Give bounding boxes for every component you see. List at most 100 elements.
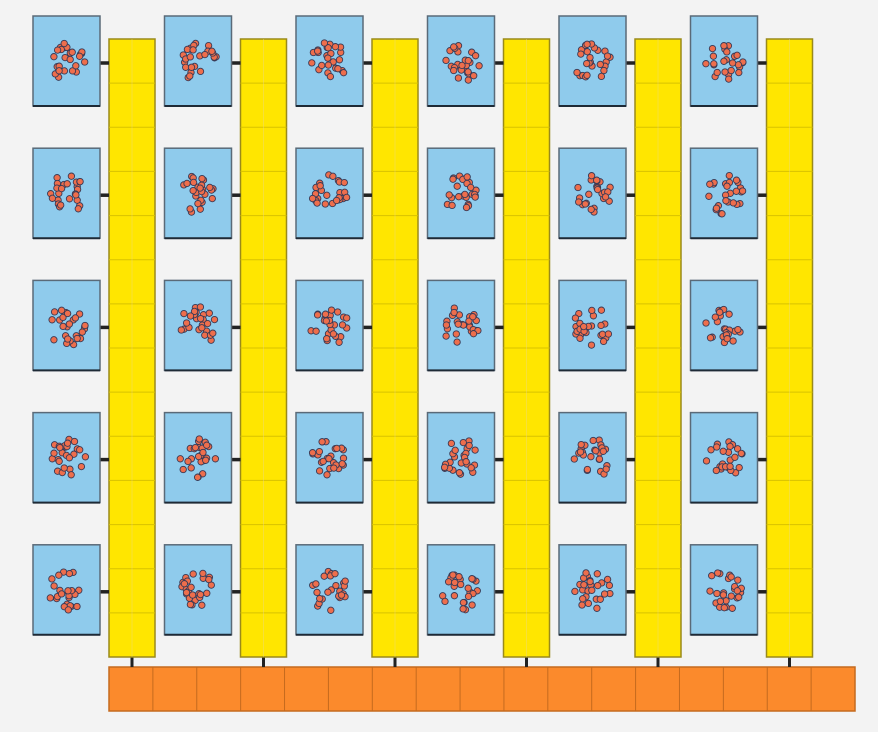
cluster-particle — [208, 47, 216, 55]
core-box-body — [163, 544, 233, 636]
cluster-particle — [187, 63, 196, 71]
cluster-particle — [324, 588, 332, 596]
cluster-particle — [445, 191, 453, 199]
column-1 — [32, 15, 156, 667]
particle-cluster-icon — [571, 306, 613, 349]
cluster-particle — [338, 321, 347, 329]
cluster-particle — [599, 447, 607, 455]
core-box-body — [163, 15, 233, 107]
cluster-particle — [189, 186, 197, 195]
cluster-particle — [571, 587, 579, 596]
core-box — [426, 279, 504, 372]
cluster-particle — [321, 310, 330, 318]
cluster-particle — [182, 319, 191, 327]
cluster-particle — [56, 443, 64, 452]
core-box-body — [32, 279, 101, 372]
particle-cluster-icon — [706, 569, 745, 612]
cluster-particle — [324, 54, 332, 62]
cluster-particle — [335, 338, 343, 346]
cluster-particle — [209, 329, 217, 337]
cluster-particle — [59, 322, 67, 331]
cluster-particle — [76, 446, 84, 454]
cluster-particle — [199, 448, 207, 457]
cluster-particle — [318, 438, 326, 446]
cluster-particle — [733, 445, 742, 453]
cluster-particle — [723, 48, 731, 56]
cluster-particle — [341, 577, 349, 585]
cluster-particle — [186, 205, 194, 213]
cluster-particle — [711, 313, 719, 321]
cluster-particle — [722, 197, 730, 205]
cluster-particle — [596, 595, 604, 603]
cluster-particle — [469, 313, 477, 321]
core-box-body — [32, 147, 101, 239]
cluster-particle — [329, 330, 338, 338]
cluster-particle — [709, 52, 718, 60]
cluster-particle — [459, 598, 468, 607]
cluster-particle — [719, 591, 728, 599]
base-bar-body — [108, 666, 856, 712]
cluster-particle — [63, 309, 72, 318]
cluster-particle — [462, 203, 471, 212]
yellow-bus — [108, 38, 156, 658]
cluster-particle — [580, 322, 588, 331]
cluster-particle — [186, 312, 195, 320]
cluster-particle — [210, 315, 219, 324]
cluster-particle — [458, 61, 466, 70]
cluster-particle — [55, 457, 63, 465]
cluster-particle — [729, 199, 737, 207]
cluster-particle — [710, 60, 718, 68]
column-2 — [163, 15, 288, 667]
core-box — [426, 147, 504, 240]
cluster-particle — [600, 66, 608, 75]
cluster-particle — [67, 471, 75, 479]
cluster-particle — [593, 604, 601, 612]
cluster-particle — [50, 308, 59, 316]
cluster-particle — [574, 183, 582, 192]
core-box — [689, 15, 767, 107]
cluster-particle — [702, 60, 710, 68]
cluster-particle — [604, 330, 613, 338]
cluster-particle — [718, 210, 726, 218]
cluster-particle — [708, 44, 717, 53]
cluster-particle — [48, 316, 56, 324]
cluster-particle — [65, 569, 74, 578]
cluster-particle — [323, 471, 331, 479]
cluster-particle — [583, 71, 591, 79]
core-box — [295, 15, 372, 107]
core-box — [426, 411, 504, 504]
cluster-particle — [716, 308, 724, 316]
cluster-particle — [468, 575, 476, 583]
cluster-particle — [713, 68, 721, 77]
cluster-particle — [705, 192, 713, 200]
cluster-particle — [595, 455, 604, 463]
cluster-particle — [455, 573, 463, 581]
cluster-particle — [313, 47, 322, 55]
cluster-particle — [712, 466, 720, 475]
cluster-particle — [471, 193, 479, 201]
cluster-particle — [48, 575, 56, 583]
cluster-particle — [594, 185, 602, 194]
cluster-particle — [721, 68, 729, 76]
cluster-particle — [194, 199, 202, 208]
cluster-particle — [597, 72, 606, 81]
particle-cluster-icon — [307, 306, 351, 346]
column-3 — [295, 15, 419, 667]
cluster-particle — [74, 205, 82, 213]
particle-cluster-icon — [442, 304, 482, 346]
cluster-particle — [202, 456, 210, 464]
cluster-particle — [597, 321, 605, 330]
particle-cluster-icon — [702, 305, 744, 347]
particle-cluster-icon — [705, 171, 747, 218]
cluster-particle — [189, 570, 197, 578]
cluster-particle — [725, 310, 733, 318]
cluster-particle — [64, 587, 72, 595]
cluster-particle — [471, 446, 479, 454]
particle-cluster-icon — [46, 568, 83, 614]
cluster-particle — [338, 460, 346, 468]
particle-cluster-icon — [439, 571, 481, 614]
cluster-particle — [319, 457, 327, 466]
cluster-particle — [196, 590, 205, 599]
cluster-particle — [734, 325, 742, 334]
cluster-particle — [198, 601, 206, 609]
